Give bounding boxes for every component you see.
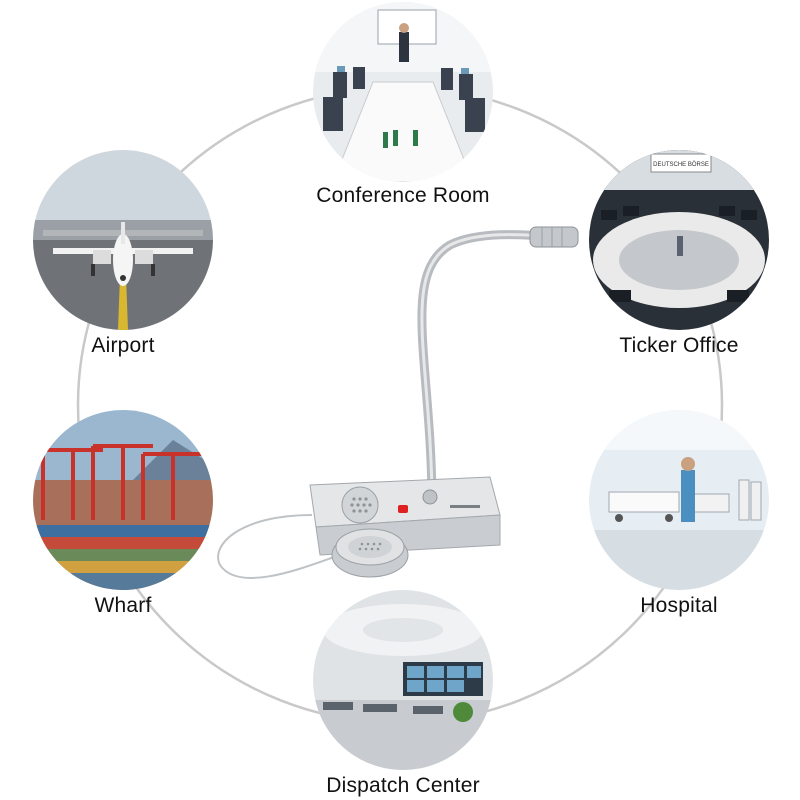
ticker-office-label: Ticker Office (619, 334, 739, 357)
wharf-photo (33, 410, 213, 590)
gooseneck-intercom-icon (217, 226, 579, 579)
ticker-office-photo: DEUTSCHE BÖRSE (589, 150, 769, 330)
hospital-label: Hospital (640, 594, 718, 617)
ticker-sign-text: DEUTSCHE BÖRSE (653, 161, 709, 168)
dispatch-center-label: Dispatch Center (326, 774, 480, 797)
dispatch-center-photo (313, 590, 493, 770)
wharf-label: Wharf (94, 594, 152, 617)
conference-room-label: Conference Room (316, 184, 490, 207)
airport-photo (33, 150, 213, 330)
hospital-photo (589, 410, 769, 590)
conference-room-photo (313, 2, 493, 182)
airport-label: Airport (91, 334, 155, 357)
